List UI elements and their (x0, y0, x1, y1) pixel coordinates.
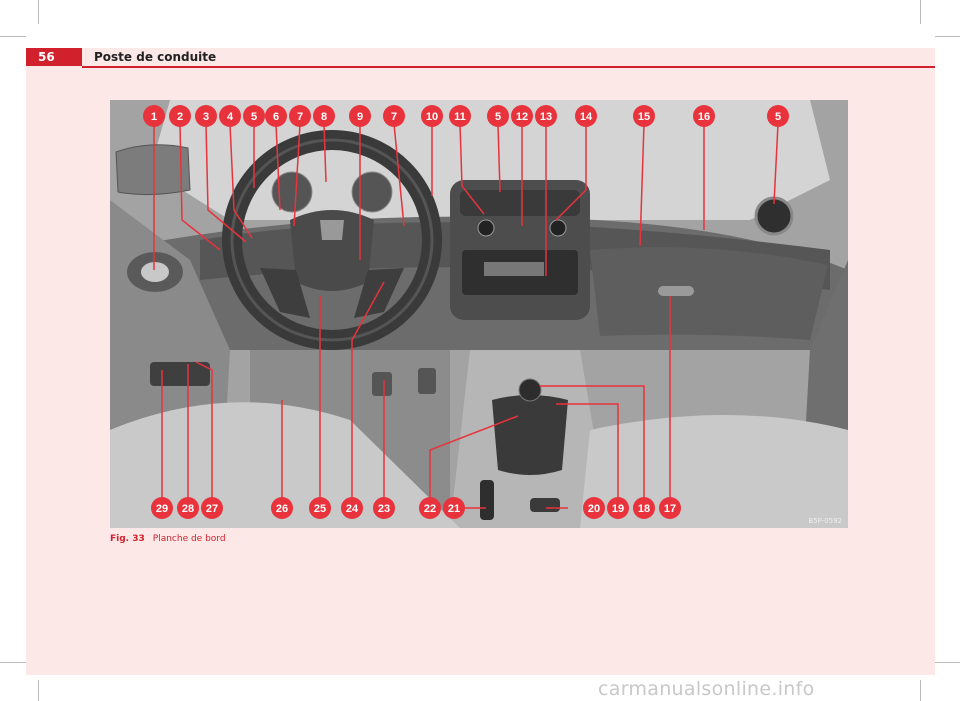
callout-marker: 11 (449, 105, 471, 127)
crop-mark (38, 0, 39, 24)
svg-text:2: 2 (177, 111, 183, 123)
svg-text:20: 20 (588, 503, 600, 515)
figure-caption: Fig. 33 Planche de bord (110, 534, 226, 544)
crop-mark (920, 680, 921, 701)
callout-marker: 16 (693, 105, 715, 127)
callout-marker: 24 (341, 497, 363, 519)
callout-marker: 7 (383, 105, 405, 127)
caption-title: Planche de bord (152, 534, 226, 544)
svg-text:16: 16 (698, 111, 710, 123)
callout-marker: 20 (583, 497, 605, 519)
callout-row-bottom: 29 28 27 26 25 24 23 22 21 20 19 18 17 (151, 497, 681, 519)
svg-text:13: 13 (540, 111, 552, 123)
svg-text:7: 7 (297, 111, 303, 123)
callout-marker: 10 (421, 105, 443, 127)
caption-label: Fig. 33 (110, 534, 145, 544)
callout-marker: 8 (313, 105, 335, 127)
svg-text:23: 23 (378, 503, 390, 515)
svg-text:9: 9 (357, 111, 363, 123)
callout-marker: 6 (265, 105, 287, 127)
callout-marker: 5 (487, 105, 509, 127)
svg-text:8: 8 (321, 111, 327, 123)
callout-marker: 15 (633, 105, 655, 127)
callout-marker: 17 (659, 497, 681, 519)
callout-marker: 21 (443, 497, 465, 519)
svg-text:21: 21 (448, 503, 460, 515)
crop-mark (935, 36, 960, 37)
crop-mark (0, 36, 26, 37)
svg-text:10: 10 (426, 111, 438, 123)
callout-marker: 23 (373, 497, 395, 519)
svg-text:5: 5 (251, 111, 257, 123)
crop-mark (0, 662, 26, 663)
callout-marker: 12 (511, 105, 533, 127)
page-number: 56 (26, 48, 82, 66)
crop-mark (920, 0, 921, 24)
svg-text:15: 15 (638, 111, 650, 123)
svg-text:7: 7 (391, 111, 397, 123)
crop-mark (935, 662, 960, 663)
svg-text:17: 17 (664, 503, 676, 515)
callout-marker: 7 (289, 105, 311, 127)
svg-text:12: 12 (516, 111, 528, 123)
svg-text:18: 18 (638, 503, 650, 515)
callout-marker: 2 (169, 105, 191, 127)
svg-text:26: 26 (276, 503, 288, 515)
callout-marker: 4 (219, 105, 241, 127)
callout-marker: 25 (309, 497, 331, 519)
callout-marker: 13 (535, 105, 557, 127)
svg-text:6: 6 (273, 111, 279, 123)
callout-marker: 5 (243, 105, 265, 127)
callout-marker: 19 (607, 497, 629, 519)
callout-marker: 22 (419, 497, 441, 519)
svg-text:29: 29 (156, 503, 168, 515)
svg-text:11: 11 (454, 111, 466, 123)
callout-marker: 14 (575, 105, 597, 127)
dashboard-figure: 1 2 3 4 5 6 7 8 9 7 10 11 5 12 13 14 15 … (110, 100, 848, 528)
section-title: Poste de conduite (94, 50, 217, 64)
svg-text:28: 28 (182, 503, 194, 515)
callout-marker: 5 (767, 105, 789, 127)
callout-marker: 9 (349, 105, 371, 127)
svg-text:14: 14 (580, 111, 593, 123)
callout-marker: 1 (143, 105, 165, 127)
svg-text:1: 1 (151, 111, 157, 123)
callout-marker: 18 (633, 497, 655, 519)
callout-marker: 28 (177, 497, 199, 519)
figure-code: B5P-0592 (808, 517, 842, 525)
svg-text:27: 27 (206, 503, 218, 515)
callout-marker: 26 (271, 497, 293, 519)
header-rule (82, 66, 935, 68)
callout-row-top: 1 2 3 4 5 6 7 8 9 7 10 11 5 12 13 14 15 … (143, 105, 789, 127)
crop-mark (38, 680, 39, 701)
svg-text:5: 5 (495, 111, 501, 123)
svg-text:4: 4 (227, 111, 234, 123)
svg-text:5: 5 (775, 111, 781, 123)
svg-text:25: 25 (314, 503, 326, 515)
watermark: carmanualsonline.info (598, 678, 815, 700)
dashboard-illustration: 1 2 3 4 5 6 7 8 9 7 10 11 5 12 13 14 15 … (110, 100, 848, 528)
svg-text:3: 3 (203, 111, 209, 123)
svg-text:22: 22 (424, 503, 436, 515)
callout-marker: 29 (151, 497, 173, 519)
callout-marker: 27 (201, 497, 223, 519)
svg-text:19: 19 (612, 503, 624, 515)
svg-text:24: 24 (346, 503, 359, 515)
callout-marker: 3 (195, 105, 217, 127)
